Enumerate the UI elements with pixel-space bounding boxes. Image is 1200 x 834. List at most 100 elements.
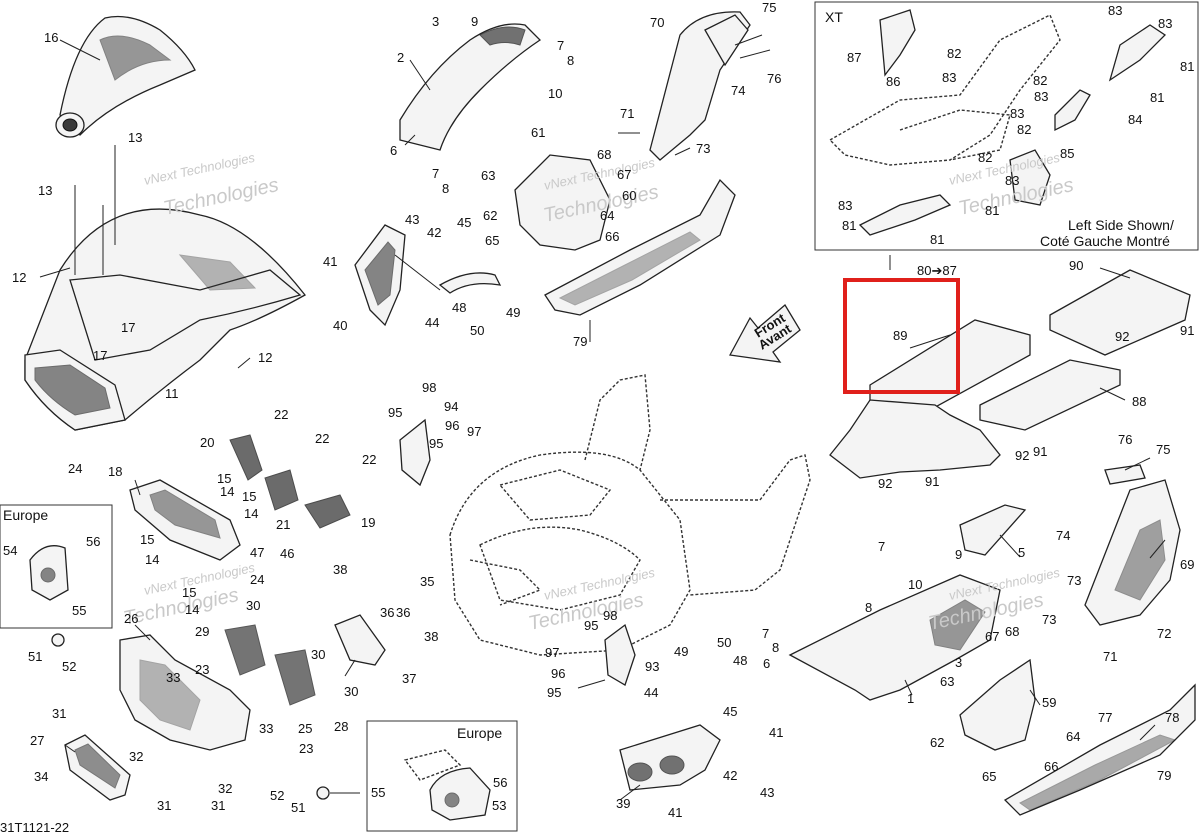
xt-region-box (814, 1, 1199, 251)
callout: 83 (1158, 16, 1172, 31)
callout: 81 (842, 218, 856, 233)
part-44-bracket (438, 272, 502, 294)
callout: 88 (1132, 394, 1146, 409)
callout: 6 (390, 143, 397, 158)
europe-left-title: Europe (3, 507, 48, 523)
callout: 83 (1005, 173, 1019, 188)
callout: 15 (182, 585, 196, 600)
callout: 89 (893, 328, 907, 343)
callout: 96 (445, 418, 459, 433)
callout: 66 (605, 229, 619, 244)
callout: 13 (38, 183, 52, 198)
callout: 42 (427, 225, 441, 240)
callout: 73 (696, 141, 710, 156)
part-95-upper (399, 418, 431, 487)
callout: 69 (1180, 557, 1194, 572)
callout: 20 (200, 435, 214, 450)
part-59-panel (959, 658, 1036, 751)
callout: 27 (30, 733, 44, 748)
europe-left-box (0, 504, 113, 629)
callout: 40 (333, 318, 347, 333)
callout: 92 (878, 476, 892, 491)
callout: 39 (616, 796, 630, 811)
part-2-side-panel (399, 23, 542, 151)
callout: 29 (195, 624, 209, 639)
part-39-headlight (619, 724, 721, 791)
callout: 45 (723, 704, 737, 719)
callout: 45 (457, 215, 471, 230)
callout: 31 (211, 798, 225, 813)
xt-title: XT (825, 9, 843, 25)
callout: 70 (650, 15, 664, 30)
callout: 34 (34, 769, 48, 784)
callout: 59 (1042, 695, 1056, 710)
callout: 91 (1180, 323, 1194, 338)
callout: 83 (1108, 3, 1122, 18)
part-26-bumper (119, 634, 251, 751)
callout: 32 (129, 749, 143, 764)
callout: 7 (557, 38, 564, 53)
callout: 83 (1010, 106, 1024, 121)
callout: 47 (250, 545, 264, 560)
callout: 87 (847, 50, 861, 65)
part-54-light (29, 545, 69, 601)
callout: 60 (622, 188, 636, 203)
callout: 56 (493, 775, 507, 790)
callout: 85 (1060, 146, 1074, 161)
callout: 38 (333, 562, 347, 577)
callout: 35 (420, 574, 434, 589)
callout: 33 (259, 721, 273, 736)
callout: 61 (531, 125, 545, 140)
callout: 49 (674, 644, 688, 659)
callout: 30 (246, 598, 260, 613)
callout: 3 (432, 14, 439, 29)
callout: 98 (603, 608, 617, 623)
callout: 81 (985, 203, 999, 218)
callout: 41 (323, 254, 337, 269)
callout: 75 (762, 0, 776, 15)
callout: 22 (315, 431, 329, 446)
part-40-panel (354, 224, 406, 327)
callout: 9 (471, 14, 478, 29)
xt-note-line1: Left Side Shown/ (1068, 217, 1174, 233)
callout: 38 (424, 629, 438, 644)
callout: 66 (1044, 759, 1058, 774)
callout: 8 (772, 640, 779, 655)
callout: 49 (506, 305, 520, 320)
callout: 91 (1033, 444, 1047, 459)
callout: 8 (865, 600, 872, 615)
europe-bottom-title: Europe (457, 725, 502, 741)
part-90-plate (1049, 269, 1191, 356)
part-5-piece (959, 504, 1027, 556)
callout: 12 (12, 270, 26, 285)
callout: 93 (645, 659, 659, 674)
part-37-bracket (334, 614, 386, 666)
callout: 10 (548, 86, 562, 101)
callout: 16 (44, 30, 58, 45)
front-arrow: Front Avant (728, 304, 801, 363)
callout: 21 (276, 517, 290, 532)
callout-labels: 16 13 13 12 12 11 17 17 3 9 2 7 8 10 6 7… (3, 0, 1194, 820)
callout: 84 (1128, 112, 1142, 127)
callout: 95 (584, 618, 598, 633)
part-69-panel (1084, 464, 1181, 626)
callout: 63 (940, 674, 954, 689)
callout: 82 (1033, 73, 1047, 88)
callout: 11 (165, 386, 179, 401)
callout: 36 (396, 605, 410, 620)
xt-ref: 80➔87 (917, 263, 957, 278)
callout: 14 (244, 506, 258, 521)
part-91-plate (829, 399, 1001, 479)
callout: 62 (483, 208, 497, 223)
callout: 14 (220, 484, 234, 499)
drawing-code: 31T1121-22 (0, 820, 69, 834)
callout: 28 (334, 719, 348, 734)
callout: 48 (733, 653, 747, 668)
callout: 6 (763, 656, 770, 671)
callout: 2 (397, 50, 404, 65)
callout: 48 (452, 300, 466, 315)
watermark-1b: Technologies (161, 174, 280, 220)
callout: 63 (481, 168, 495, 183)
callout: 30 (311, 647, 325, 662)
callout: 23 (299, 741, 313, 756)
